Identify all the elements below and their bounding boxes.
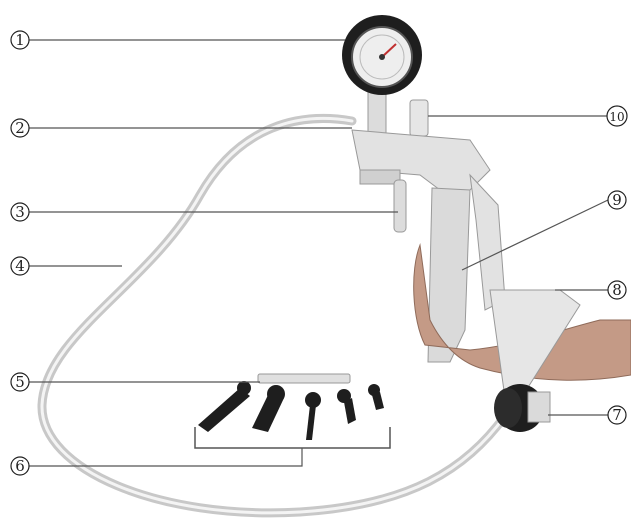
callout-1: 1 (11, 31, 29, 49)
callout-5: 5 (11, 373, 29, 391)
pressure-gauge (342, 15, 422, 95)
release-valve (394, 180, 406, 232)
svg-text:10: 10 (609, 110, 624, 124)
callout-4: 4 (11, 257, 29, 275)
reservoir-cup (494, 384, 550, 432)
callout-2: 2 (11, 119, 29, 137)
outlet-nozzle (410, 100, 428, 136)
svg-text:4: 4 (15, 257, 25, 275)
callout-7: 7 (608, 406, 626, 424)
svg-text:8: 8 (612, 281, 622, 299)
adapter-bracket (195, 427, 390, 448)
adapter-set (198, 381, 384, 440)
callout-10: 10 (607, 106, 627, 126)
svg-text:9: 9 (612, 191, 622, 209)
svg-text:3: 3 (15, 203, 25, 221)
callout-9: 9 (608, 191, 626, 209)
svg-text:7: 7 (612, 406, 622, 424)
svg-text:5: 5 (15, 373, 25, 391)
straight-tube (258, 374, 350, 383)
callout-6: 6 (11, 457, 29, 475)
callout-3: 3 (11, 203, 29, 221)
svg-text:6: 6 (15, 457, 25, 475)
svg-text:1: 1 (15, 31, 25, 49)
svg-text:2: 2 (15, 119, 25, 137)
callout-8: 8 (608, 281, 626, 299)
